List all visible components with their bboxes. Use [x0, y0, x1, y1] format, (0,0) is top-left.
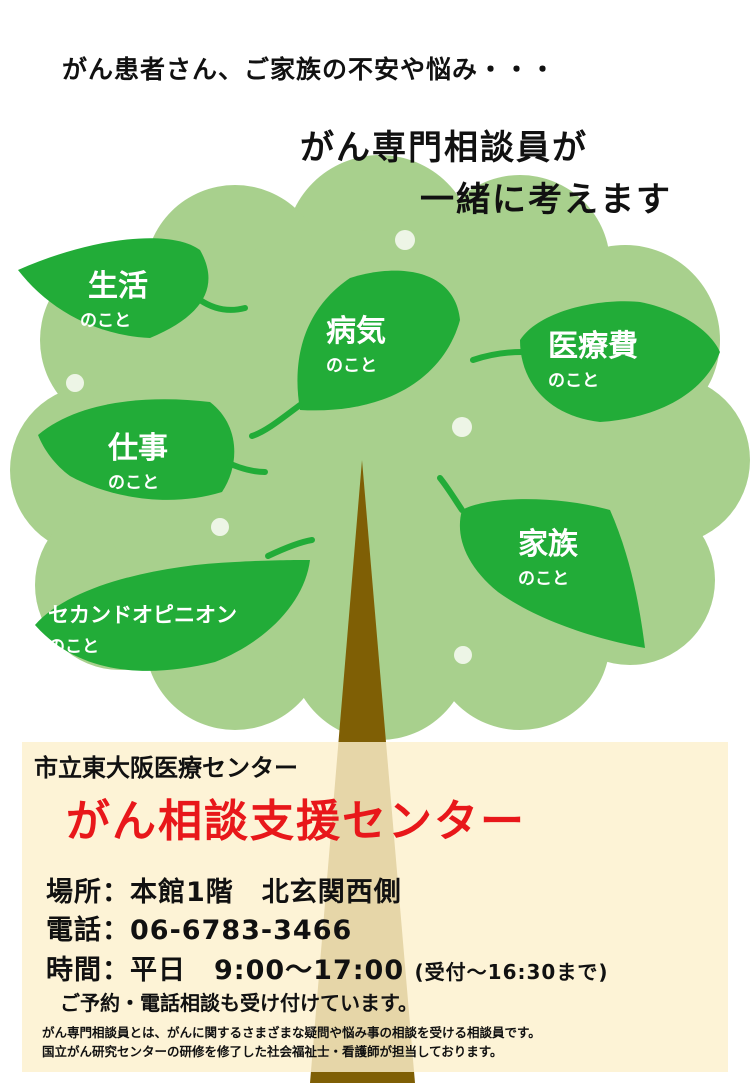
hours-note: (受付～16:30まで)	[414, 960, 609, 984]
leaf-title: 家族	[518, 527, 578, 562]
leaf-title: 仕事	[108, 431, 168, 466]
leaf-sub: のこと	[518, 569, 569, 589]
counselor-note-1: がん専門相談員とは、がんに関するさまざまな疑問や悩み事の相談を受ける相談員です。	[42, 1025, 541, 1040]
hospital-name: 市立東大阪医療センター	[34, 754, 298, 782]
headline-worries: がん患者さん、ご家族の不安や悩み・・・	[62, 55, 557, 84]
hours-line: 時間：平日 9:00～17:00 (受付～16:30まで)	[46, 948, 608, 987]
leaf-sub: のこと	[326, 356, 377, 376]
leaf-sub: のこと	[548, 371, 599, 391]
headline-counselor: がん専門相談員が	[300, 128, 588, 168]
info-panel	[22, 742, 728, 1072]
leaf-title: 生活	[88, 269, 148, 304]
leaf-title: 医療費	[548, 329, 638, 364]
leaf-seikatsu: 生活 のこと	[80, 269, 148, 332]
leaf-kazoku: 家族 のこと	[518, 528, 578, 590]
counselor-note-2: 国立がん研究センターの研修を修了した社会福祉士・看護師が担当しております。	[42, 1044, 503, 1059]
hours-main: 時間：平日 9:00～17:00	[46, 955, 405, 986]
leaf-iryouhi: 医療費 のこと	[548, 330, 638, 392]
headline-together: 一緒に考えます	[420, 180, 672, 220]
center-name: がん相談支援センター	[66, 796, 526, 847]
phone-line: 電話：06-6783-3466	[46, 915, 353, 946]
leaf-sub: のこと	[48, 637, 99, 657]
leaf-byouki: 病気 のこと	[326, 315, 386, 377]
leaf-second-opinion: セカンドオピニオン のこと	[48, 602, 237, 658]
leaf-sub: のこと	[80, 311, 131, 331]
leaf-title: 病気	[326, 314, 386, 349]
location-line: 場所：本館1階 北玄関西側	[46, 877, 402, 908]
crown-dots	[66, 230, 472, 664]
leaf-shigoto: 仕事 のこと	[108, 432, 168, 494]
leaf-shapes	[18, 238, 720, 671]
leaf-sub: のこと	[108, 473, 159, 493]
reservation-line: ご予約・電話相談も受け付けています。	[60, 991, 418, 1015]
leaf-title: セカンドオピニオン	[48, 603, 237, 627]
